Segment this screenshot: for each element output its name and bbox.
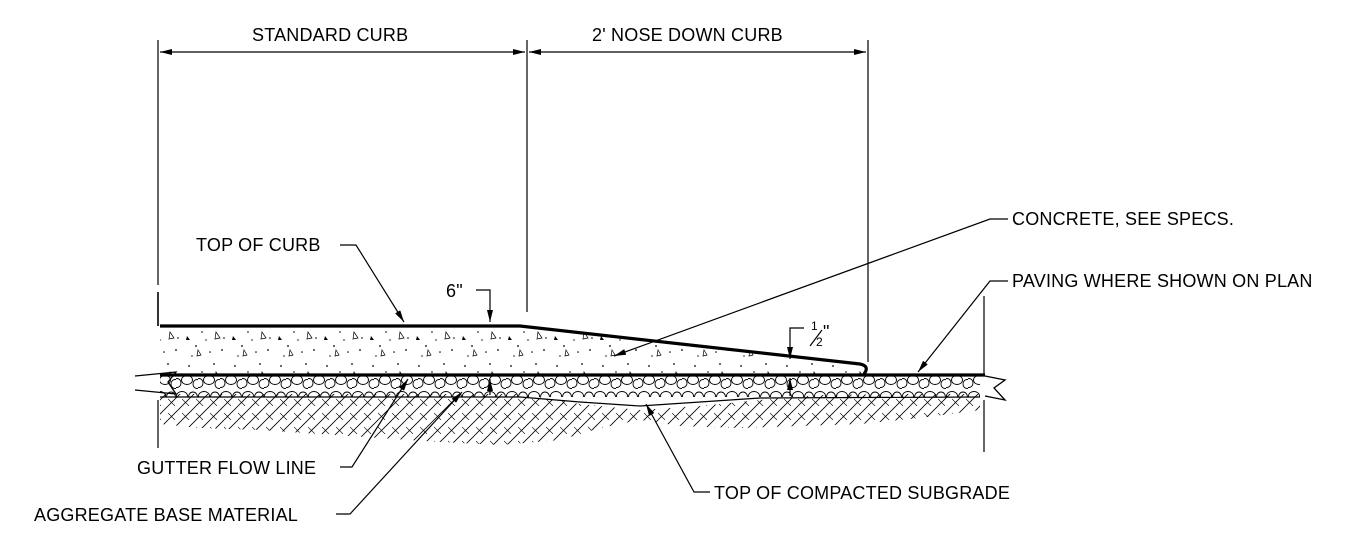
concrete-curb <box>160 326 866 374</box>
left-break-symbol <box>134 371 178 395</box>
svg-text:2: 2 <box>816 335 823 349</box>
top-subgrade-label: TOP OF COMPACTED SUBGRADE <box>714 483 1010 503</box>
concrete-label: CONCRETE, SEE SPECS. <box>1012 209 1234 229</box>
concrete-leader <box>613 218 1008 357</box>
right-break-symbol <box>984 375 1007 402</box>
top-of-curb-leader <box>340 244 405 323</box>
subgrade-leader <box>645 403 710 493</box>
nose-down-curb-label: 2' NOSE DOWN CURB <box>592 25 783 45</box>
paving-leader <box>917 280 1008 373</box>
top-of-curb-line <box>160 324 868 375</box>
aggregate-base-layer <box>160 375 980 397</box>
aggregate-base-label: AGGREGATE BASE MATERIAL <box>34 505 298 525</box>
paving-label: PAVING WHERE SHOWN ON PLAN <box>1012 271 1313 291</box>
aggregate-base-leader <box>336 391 463 515</box>
gutter-flow-line-label: GUTTER FLOW LINE <box>137 458 316 478</box>
svg-text:": " <box>823 322 830 342</box>
half-inch-label: 1 2 " <box>809 319 830 349</box>
standard-curb-label: STANDARD CURB <box>252 25 408 45</box>
six-inch-label: 6" <box>446 281 463 301</box>
top-of-curb-label: TOP OF CURB <box>196 235 321 255</box>
gutter-flow-leader <box>340 378 409 468</box>
svg-text:1: 1 <box>811 319 818 333</box>
compacted-subgrade <box>160 394 980 445</box>
